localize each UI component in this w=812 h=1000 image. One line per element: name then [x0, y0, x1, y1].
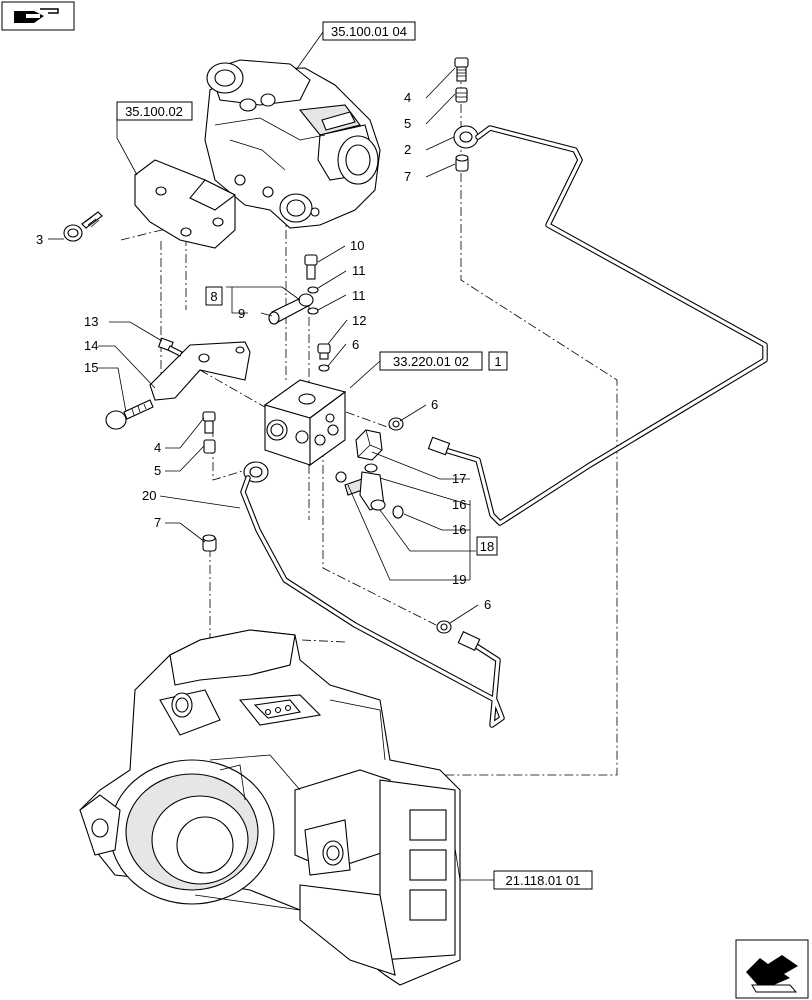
callout-17: 17	[452, 471, 466, 486]
ref-control-block-item-label: 1	[494, 354, 501, 369]
bolt-3	[63, 211, 103, 242]
washer-5-top	[455, 87, 468, 103]
ref-box-housing[interactable]: 21.118.01 01	[493, 870, 593, 890]
callout-11-upper: 11	[352, 263, 366, 278]
callout-10: 10	[350, 238, 364, 253]
callout-3: 3	[36, 232, 43, 247]
ref-control-block-label: 33.220.01 02	[393, 354, 469, 369]
callout-6-lower: 6	[484, 597, 491, 612]
bolt-10	[304, 254, 318, 280]
ref-box-control-block-item[interactable]: 1	[488, 351, 508, 371]
callout-16-lower: 16	[452, 522, 466, 537]
ref-top-valve-label: 35.100.01 04	[331, 24, 407, 39]
adapter-plate	[134, 159, 237, 249]
ref-box-top-valve[interactable]: 35.100.01 04	[322, 21, 416, 41]
callout-6-upper-right: 6	[431, 397, 438, 412]
callout-14: 14	[84, 338, 98, 353]
bolt-15	[105, 399, 154, 430]
callout-16-upper: 16	[452, 497, 466, 512]
cap-nut-17	[355, 429, 383, 461]
callout-6-mid: 6	[352, 337, 359, 352]
callout-11-lower: 11	[352, 288, 366, 303]
washer-5-mid	[203, 439, 216, 454]
bolt-13	[157, 337, 183, 357]
banjo-bolt-4-mid	[202, 411, 216, 434]
group-box-18: 18	[476, 536, 498, 556]
pipe-connector-upper	[388, 417, 451, 456]
ref-box-control-block[interactable]: 33.220.01 02	[379, 351, 483, 371]
callout-20: 20	[142, 488, 156, 503]
pipe-connector-lower	[436, 620, 481, 651]
callout-7-lower: 7	[154, 515, 161, 530]
control-block	[263, 379, 347, 467]
callout-13: 13	[84, 314, 98, 329]
seal-7-lower	[202, 534, 217, 552]
callout-15: 15	[84, 360, 98, 375]
ref-housing-label: 21.118.01 01	[506, 873, 581, 888]
plug-12	[317, 343, 331, 360]
o-ring-extra	[335, 471, 347, 483]
bracket-14	[149, 341, 251, 401]
callout-7-top: 7	[404, 169, 411, 184]
callout-2: 2	[404, 142, 411, 157]
washer-11-upper	[307, 286, 319, 294]
callout-4-mid: 4	[154, 440, 161, 455]
o-ring-16-lower	[392, 505, 404, 519]
washer-6-mid	[318, 364, 330, 372]
ref-box-left-plate[interactable]: 35.100.02	[116, 101, 193, 121]
callout-5-top: 5	[404, 116, 411, 131]
callout-5-mid: 5	[154, 463, 161, 478]
next-page-arrow-icon[interactable]	[735, 939, 809, 999]
callout-numbers: 3 4 5 2 7 10 11 11 9 12 6 13 14 15 4 5 2…	[36, 90, 491, 612]
ref-left-plate-label: 35.100.02	[125, 104, 183, 119]
o-ring-16-upper	[364, 463, 378, 473]
group-18-label: 18	[480, 539, 494, 554]
banjo-bolt-4-top	[454, 57, 469, 82]
callout-12: 12	[352, 313, 366, 328]
callout-9: 9	[238, 306, 245, 321]
callout-19: 19	[452, 572, 466, 587]
top-valve-assembly	[204, 59, 381, 229]
leader-lines	[48, 31, 494, 881]
washer-11-lower	[307, 307, 319, 315]
fitting-9	[268, 293, 314, 325]
group-8-label: 8	[210, 289, 217, 304]
pipe-lower-20	[240, 475, 505, 728]
folded-sheet-arrow-icon[interactable]	[1, 1, 75, 31]
callout-4-top: 4	[404, 90, 411, 105]
banjo-fitting-2	[453, 125, 479, 149]
pipe-upper	[442, 125, 768, 526]
rear-axle-housing	[79, 629, 461, 986]
group-box-8: 8	[205, 286, 223, 306]
seal-7-top	[455, 154, 469, 172]
